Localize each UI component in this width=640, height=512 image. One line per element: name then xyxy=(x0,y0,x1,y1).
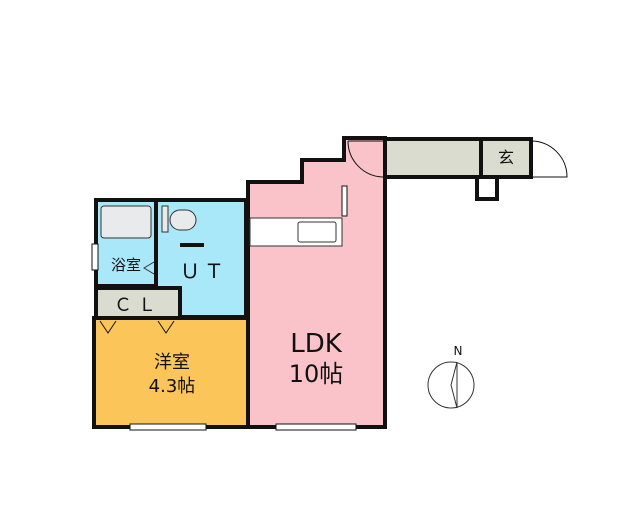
compass-arrow-outline xyxy=(450,361,458,409)
western-room xyxy=(92,316,250,429)
ut-label: ＵＴ xyxy=(180,259,228,283)
bath-label: 浴室 xyxy=(111,256,141,274)
ldk-door xyxy=(347,140,385,178)
compass: N xyxy=(427,344,475,409)
western-name-label: 洋室 xyxy=(154,352,190,373)
window-ldk xyxy=(275,423,357,431)
closet xyxy=(94,286,182,320)
window-western xyxy=(129,423,207,431)
ldk-name-label: LDK xyxy=(290,329,343,359)
window-ldk-side xyxy=(341,185,348,217)
western-size-label: 4.3帖 xyxy=(149,376,196,397)
closet-doors xyxy=(99,320,175,334)
window-bath xyxy=(91,243,99,271)
kitchen-sink xyxy=(297,221,337,243)
entrance-corridor xyxy=(383,137,483,179)
toilet-bowl xyxy=(169,209,197,231)
toilet-tank xyxy=(161,205,169,233)
compass-north-label: N xyxy=(454,344,463,358)
bath-door xyxy=(143,261,155,275)
entrance-label: 玄 xyxy=(498,148,514,167)
closet-label: ＣＬ xyxy=(114,295,162,316)
bathtub xyxy=(100,205,152,239)
entrance-door xyxy=(530,140,568,178)
shoe-box xyxy=(475,175,499,201)
ldk-size-label: 10帖 xyxy=(289,360,344,388)
